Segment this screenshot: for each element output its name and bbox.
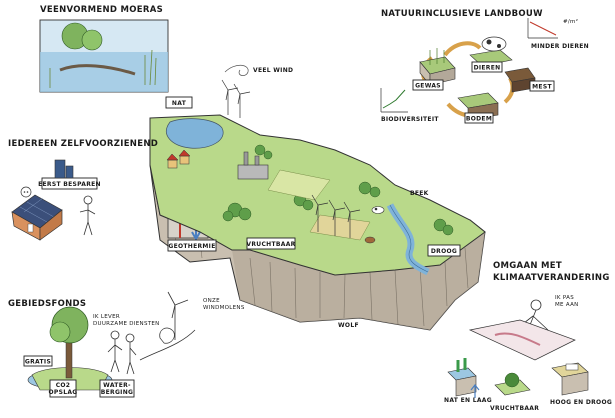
people-icon: [107, 330, 137, 375]
label-nat-en-laag: NAT EN LAAG: [444, 397, 492, 404]
forest: [222, 144, 454, 236]
quote-line-1: IK LEVER: [93, 314, 120, 320]
folded-map: [468, 319, 576, 361]
tag-co2-line-2: OPSLAG: [48, 389, 77, 396]
arrow-up-icon: [470, 384, 480, 398]
tag-water-line-2: BERGING: [101, 389, 134, 396]
label-vruchtbaar: VRUCHTBAAR: [246, 237, 296, 250]
panel-landbouw: NATUURINCLUSIEVE LANDBOUW GEWAS DIEREN M…: [380, 9, 589, 124]
panel-klimaat-title-1: OMGAAN MET: [493, 261, 562, 271]
quote-duurzame-diensten: IK LEVER DUURZAME DIENSTEN: [93, 314, 160, 327]
block-hoog-en-droog: [551, 362, 589, 396]
battery-icon: [54, 159, 66, 179]
tag-water-line-1: WATER-: [103, 382, 131, 389]
mini-chart-biodiversiteit: BIODIVERSITEIT: [380, 88, 439, 123]
label-onze-windmolens: ONZE WINDMOLENS: [203, 298, 245, 311]
windmill-icon: [167, 291, 189, 340]
label-droog-text: DROOG: [431, 248, 457, 255]
label-biodiversiteit: BIODIVERSITEIT: [381, 116, 439, 123]
tree-trunk: [65, 339, 73, 379]
label-nat-text: NAT: [172, 100, 187, 107]
panel-klimaat: OMGAAN MET KLIMAATVERANDERING IK PAS ME …: [444, 261, 612, 412]
wind-turbines: [221, 79, 361, 238]
shoe-icon: [565, 363, 579, 371]
power-socket-icon: [20, 186, 32, 198]
panel-gebiedsfonds: GEBIEDSFONDS IK LEVER DUURZAME DIENSTEN …: [8, 291, 245, 398]
sign-eerst-besparen: EERST BESPAREN: [38, 159, 101, 190]
panel-moeras: VEENVORMEND MOERAS: [39, 5, 169, 93]
tag-gratis: GRATIS: [23, 355, 53, 367]
label-vruchtbaar-klimaat: VRUCHTBAAR: [490, 405, 539, 412]
crop-field: [309, 214, 371, 241]
label-veel-wind: VEEL WIND: [253, 67, 293, 74]
label-dieren: DIEREN: [471, 61, 503, 73]
label-geothermie-text: GEOTHERMIE: [168, 243, 215, 250]
sign-eerst-besparen-text: EERST BESPAREN: [38, 181, 101, 188]
lake: [166, 118, 224, 149]
label-gewas: GEWAS: [412, 79, 444, 91]
person-icon: [79, 195, 96, 236]
arrow-line: [139, 329, 196, 361]
panel-zelfvoorzienend-title: IEDEREEN ZELFVOORZIENEND: [8, 139, 158, 149]
panel-zelfvoorzienend: IEDEREEN ZELFVOORZIENEND EERST BESPAREN: [8, 139, 158, 241]
label-bodem: BODEM: [464, 112, 494, 124]
quote-ik-pas-line-1: IK PAS: [555, 295, 574, 301]
panel-gebiedsfonds-title: GEBIEDSFONDS: [8, 299, 86, 309]
tag-co2-opslag: CO2 OPSLAG: [48, 379, 77, 398]
tag-gratis-text: GRATIS: [25, 359, 51, 366]
label-minder-dieren: MINDER DIEREN: [531, 43, 589, 50]
label-bodem-text: BODEM: [466, 116, 492, 123]
windmolens-line-1: ONZE: [203, 298, 220, 304]
mascot-icon: [159, 327, 175, 344]
tag-waterberging: WATER- BERGING: [99, 379, 135, 398]
person-icon: [514, 299, 549, 331]
plant-icon: [504, 372, 520, 388]
label-droog: DROOG: [427, 244, 461, 257]
wind-swirl-icon: [224, 64, 249, 76]
label-wolf: WOLF: [338, 322, 359, 329]
central-landscape-map: NAT VEEL WIND BEEK GEOTHERMIE VRUCHTBAAR…: [149, 64, 486, 331]
label-per-m2: #/m²: [563, 18, 578, 25]
panel-landbouw-title: NATUURINCLUSIEVE LANDBOUW: [381, 9, 543, 19]
block-nat-en-laag: [447, 358, 477, 397]
label-mest-text: MEST: [532, 84, 552, 91]
label-dieren-text: DIEREN: [474, 65, 501, 72]
windmolens-line-2: WINDMOLENS: [203, 305, 245, 311]
label-hoog-en-droog: HOOG EN DROOG: [550, 399, 612, 406]
house-solar-icon: [11, 194, 63, 241]
label-nat: NAT: [165, 96, 193, 109]
quote-ik-pas-line-2: ME AAN: [555, 302, 579, 308]
panel-moeras-title: VEENVORMEND MOERAS: [40, 5, 163, 15]
industry: [237, 151, 269, 180]
mini-chart-dieren: #/m² MINDER DIEREN: [527, 18, 589, 50]
cow-icon: [481, 36, 507, 52]
village: [166, 149, 191, 169]
block-vruchtbaar: [494, 372, 531, 396]
label-mest: MEST: [529, 80, 555, 92]
panel-klimaat-title-2: KLIMAATVERANDERING: [493, 273, 610, 283]
label-vruchtbaar-text: VRUCHTBAAR: [246, 241, 295, 248]
label-geothermie: GEOTHERMIE: [167, 239, 217, 252]
label-beek: BEEK: [410, 190, 429, 197]
deer-icon: [364, 236, 376, 244]
cow-icon: [371, 206, 385, 214]
quote-line-2: DUURZAME DIENSTEN: [93, 321, 160, 327]
tag-co2-line-1: CO2: [56, 382, 71, 389]
label-gewas-text: GEWAS: [415, 83, 441, 90]
